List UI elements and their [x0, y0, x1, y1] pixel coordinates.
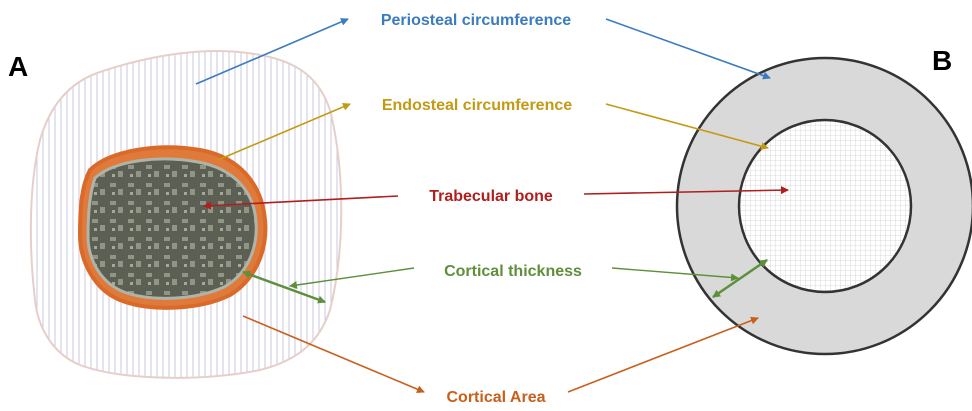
endosteal-circle: [739, 120, 911, 292]
label-periosteal-circumference: Periosteal circumference: [381, 12, 571, 29]
label-trabecular-bone: Trabecular bone: [429, 188, 553, 205]
panel-letter-b: B: [932, 45, 952, 76]
label-endosteal-circumference: Endosteal circumference: [382, 97, 572, 114]
trabecular-region: [88, 159, 256, 298]
label-cortical-area: Cortical Area: [447, 389, 546, 406]
panel-letter-a: A: [8, 51, 28, 82]
label-cortical-thickness: Cortical thickness: [444, 263, 582, 280]
panel-a-cross-section: [31, 51, 341, 378]
panel-b-schematic: [677, 58, 972, 354]
